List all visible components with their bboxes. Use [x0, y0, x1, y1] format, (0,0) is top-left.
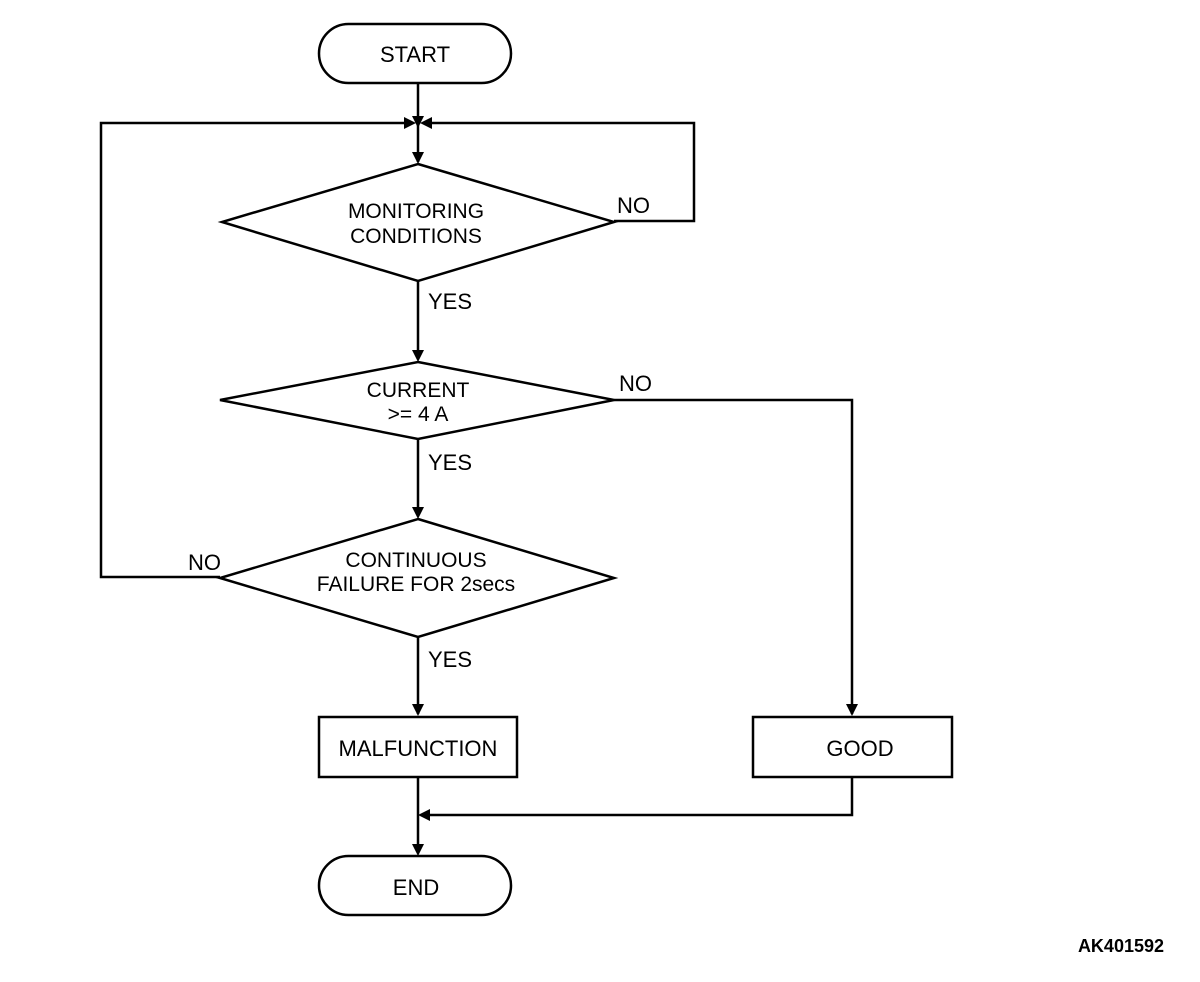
end-terminal: [317, 854, 513, 917]
connector-continuous-no-loop: [99, 121, 412, 579]
arrow-head-continuous: [412, 507, 424, 519]
decision-current-line1: CURRENT: [367, 379, 470, 402]
arrow-head-monitoring: [412, 152, 424, 164]
good-box: [751, 715, 954, 779]
good-label: GOOD: [826, 736, 893, 761]
arrow-head-monitoring-no: [420, 117, 432, 129]
end-label: END: [393, 875, 439, 900]
decision-monitoring-line2: CONDITIONS: [350, 225, 482, 248]
continuous-no-label: NO: [188, 550, 221, 575]
continuous-yes-label: YES: [428, 647, 472, 672]
arrow-head-malfunction: [412, 704, 424, 716]
arrow-head-continuous-no: [404, 117, 416, 129]
monitoring-yes-label: YES: [428, 289, 472, 314]
connector-current-no-good: [614, 398, 854, 714]
arrow-head-merge: [418, 809, 430, 821]
decision-current-line2: >= 4 A: [388, 403, 449, 426]
malfunction-label: MALFUNCTION: [339, 736, 498, 761]
decision-monitoring-line1: MONITORING: [348, 200, 484, 223]
decision-continuous-line1: CONTINUOUS: [345, 549, 486, 572]
arrow-head-end: [412, 844, 424, 856]
arrow-head-good: [846, 704, 858, 716]
figure-code: AK401592: [1078, 936, 1164, 956]
start-label: START: [380, 42, 450, 67]
current-no-label: NO: [619, 371, 652, 396]
arrow-head-current: [412, 350, 424, 362]
start-terminal: [317, 22, 513, 85]
decision-continuous-line2: FAILURE FOR 2secs: [317, 573, 515, 596]
arrow-head-start: [412, 116, 424, 128]
connector-good-merge: [424, 777, 854, 817]
monitoring-no-label: NO: [617, 193, 650, 218]
connector-monitoring-no-loop: [424, 121, 696, 223]
current-yes-label: YES: [428, 450, 472, 475]
